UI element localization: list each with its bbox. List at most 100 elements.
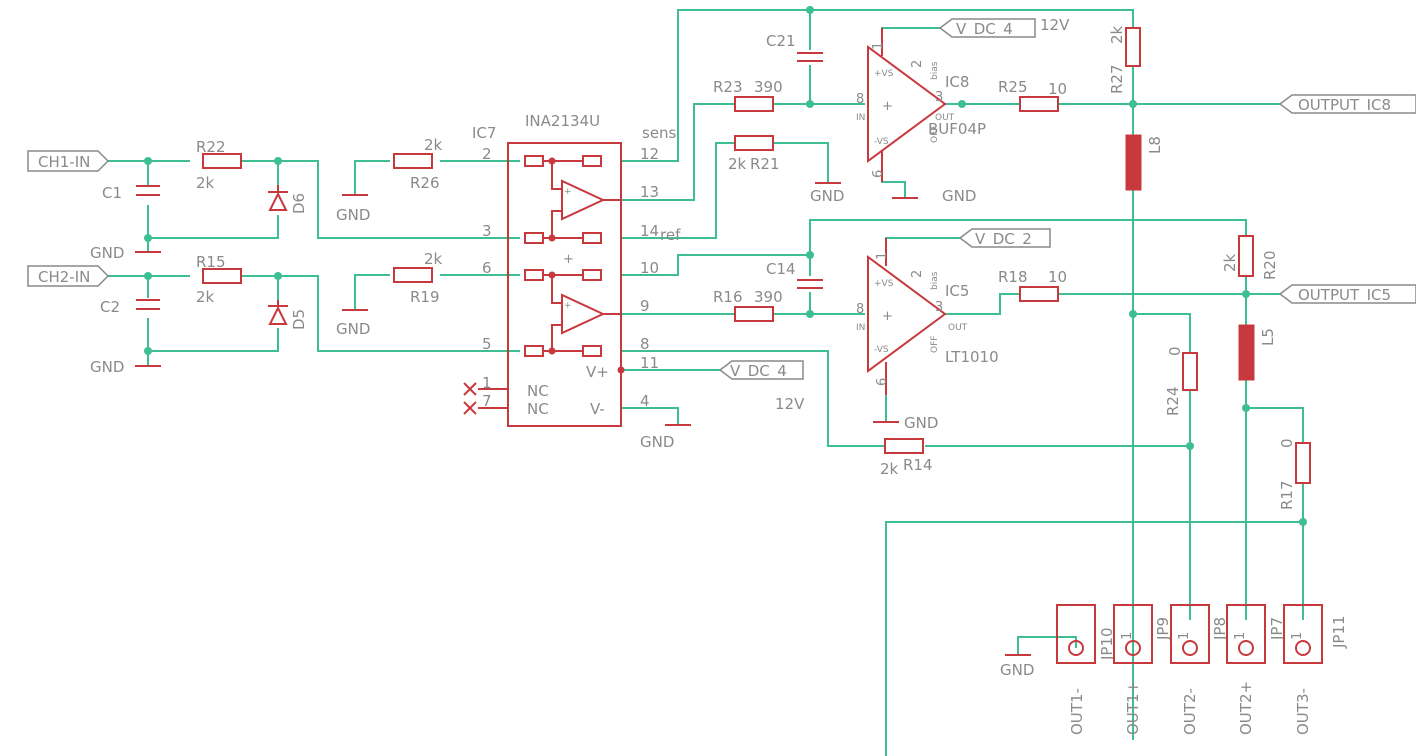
svg-text:IC5: IC5 bbox=[945, 282, 969, 300]
svg-text:+: + bbox=[882, 99, 893, 114]
ic7-ina2134u[interactable]: IC7 INA2134U + + + 2 3 6 5 1 7 12 13 14 … bbox=[463, 112, 681, 427]
svg-text:D5: D5 bbox=[290, 309, 308, 330]
gnd-r26: GND bbox=[336, 194, 370, 224]
svg-text:9: 9 bbox=[640, 297, 650, 315]
svg-text:2: 2 bbox=[482, 145, 492, 163]
resistor-r16[interactable]: R16 390 bbox=[713, 288, 783, 322]
svg-text:2k: 2k bbox=[1108, 25, 1126, 44]
svg-text:8: 8 bbox=[856, 302, 864, 317]
svg-text:JP9: JP9 bbox=[1154, 617, 1172, 641]
svg-text:1: 1 bbox=[1233, 632, 1248, 640]
resistor-r23[interactable]: R23 390 bbox=[713, 78, 783, 112]
junction-dot bbox=[1129, 310, 1137, 318]
junction-dot bbox=[806, 6, 814, 14]
junction-dot bbox=[958, 100, 966, 108]
svg-text:2k: 2k bbox=[424, 136, 443, 154]
ch1-input-label: CH1-IN bbox=[38, 153, 90, 171]
svg-text:C21: C21 bbox=[766, 32, 796, 50]
wires bbox=[108, 9, 1304, 756]
svg-text:2: 2 bbox=[910, 270, 925, 278]
junction-dot bbox=[144, 347, 152, 355]
output-ic5-flag[interactable]: OUTPUT_IC5 bbox=[1278, 284, 1416, 305]
svg-text:8: 8 bbox=[856, 92, 864, 107]
resistor-r19[interactable]: 2k R19 bbox=[393, 250, 443, 306]
resistor-r26[interactable]: 2k R26 bbox=[393, 136, 443, 192]
svg-text:12: 12 bbox=[640, 145, 659, 163]
junction-dot bbox=[1129, 100, 1137, 108]
zener-diode-d6[interactable]: D6 bbox=[268, 185, 308, 214]
svg-text:D6: D6 bbox=[290, 193, 308, 214]
resistor-r17[interactable]: 0 R17 bbox=[1278, 438, 1311, 510]
svg-text:6: 6 bbox=[875, 378, 890, 386]
capacitor-c1[interactable]: C1 bbox=[102, 184, 160, 202]
vdc2-flag[interactable]: V_DC_2 bbox=[958, 228, 1051, 249]
svg-text:NC: NC bbox=[527, 400, 549, 418]
resistor-r20[interactable]: 2k R20 bbox=[1221, 235, 1279, 280]
jumper-jp11[interactable]: 1 JP11 OUT3- bbox=[1283, 604, 1348, 735]
capacitor-c14[interactable]: C14 bbox=[766, 260, 823, 289]
voltage-12v-top: 12V bbox=[1040, 16, 1070, 34]
svg-text:390: 390 bbox=[754, 78, 783, 96]
svg-text:1: 1 bbox=[1120, 632, 1135, 640]
resistor-r21[interactable]: 2k R21 bbox=[728, 135, 780, 173]
output-ic8-flag[interactable]: OUTPUT_IC8 bbox=[1278, 94, 1416, 115]
svg-text:R17: R17 bbox=[1278, 480, 1296, 510]
capacitor-c21[interactable]: C21 bbox=[766, 32, 823, 62]
svg-text:C1: C1 bbox=[102, 184, 122, 202]
svg-text:C2: C2 bbox=[100, 298, 120, 316]
ch2-input-flag[interactable]: CH2-IN bbox=[27, 265, 110, 287]
output-ic8-label: OUTPUT_IC8 bbox=[1298, 96, 1391, 115]
svg-text:8: 8 bbox=[640, 335, 650, 353]
inductors: L8 L5 bbox=[1125, 134, 1277, 381]
svg-text:2k: 2k bbox=[424, 250, 443, 268]
resistor-r18[interactable]: R18 10 bbox=[998, 268, 1067, 302]
ic8-buf04p[interactable]: 1 2 6 8 3 +VS -VS IN OUT bias OFF + IC8 … bbox=[856, 28, 986, 182]
ic5-lt1010[interactable]: 1 2 6 8 3 +VS -VS IN OUT bias OFF + IC5 … bbox=[856, 238, 999, 395]
junction-dot bbox=[274, 157, 282, 165]
resistor-r14[interactable]: 2k R14 bbox=[880, 438, 933, 478]
junction-dot bbox=[806, 251, 814, 259]
svg-text:L8: L8 bbox=[1146, 136, 1164, 154]
vdc4-top-flag[interactable]: V_DC_4 bbox=[938, 18, 1036, 39]
svg-text:bias: bias bbox=[930, 271, 940, 290]
svg-text:10: 10 bbox=[1048, 80, 1067, 98]
svg-text:+: + bbox=[882, 309, 893, 324]
junction-dot bbox=[1186, 442, 1194, 450]
svg-text:+: + bbox=[564, 301, 572, 311]
resistor-r27[interactable]: 2k R27 bbox=[1108, 25, 1141, 94]
jumper-jp9[interactable]: 1 JP9 OUT1+ bbox=[1113, 604, 1172, 735]
jumper-jp10[interactable]: JP10 OUT1- bbox=[1056, 604, 1116, 735]
svg-text:390: 390 bbox=[754, 288, 783, 306]
svg-text:10: 10 bbox=[640, 259, 659, 277]
svg-text:C14: C14 bbox=[766, 260, 796, 278]
resistor-r15[interactable]: R15 2k bbox=[196, 253, 242, 306]
svg-text:10: 10 bbox=[1048, 268, 1067, 286]
junction-dot bbox=[1242, 290, 1250, 298]
ch1-input-flag[interactable]: CH1-IN bbox=[27, 150, 110, 172]
jumper-jp7[interactable]: 1 JP7 OUT2+ bbox=[1226, 604, 1286, 735]
vdc4-bottom-flag[interactable]: V_DC_4 bbox=[718, 360, 804, 381]
gnd-jp10: GND bbox=[1000, 654, 1034, 679]
svg-text:JP8: JP8 bbox=[1211, 617, 1229, 641]
diodes: D6 D5 bbox=[268, 185, 308, 330]
gnd-c1: GND bbox=[90, 244, 161, 262]
svg-text:R20: R20 bbox=[1261, 250, 1279, 280]
svg-text:2k: 2k bbox=[880, 460, 899, 478]
inductor-l5[interactable]: L5 bbox=[1238, 324, 1277, 381]
capacitor-c2[interactable]: C2 bbox=[100, 298, 160, 316]
resistor-r24[interactable]: 0 R24 bbox=[1164, 346, 1198, 416]
resistor-r25[interactable]: R25 10 bbox=[998, 78, 1067, 112]
svg-text:GND: GND bbox=[90, 358, 124, 376]
svg-text:GND: GND bbox=[336, 320, 370, 338]
svg-text:GND: GND bbox=[810, 187, 844, 205]
capacitors: C1 C2 C21 C14 bbox=[100, 32, 823, 316]
inductor-l8[interactable]: L8 bbox=[1125, 134, 1164, 191]
junction-dot bbox=[144, 234, 152, 242]
output-connectors: JP10 OUT1- 1 JP9 OUT1+ 1 JP8 OUT2- 1 JP7… bbox=[1056, 604, 1348, 735]
junction-dot bbox=[806, 100, 814, 108]
jumper-jp8[interactable]: 1 JP8 OUT2- bbox=[1170, 604, 1229, 735]
resistor-r22[interactable]: R22 2k bbox=[196, 138, 242, 192]
zener-diode-d5[interactable]: D5 bbox=[268, 300, 308, 330]
gnd-symbols: GND GND GND GND GND GND GND GND bbox=[90, 182, 1034, 679]
